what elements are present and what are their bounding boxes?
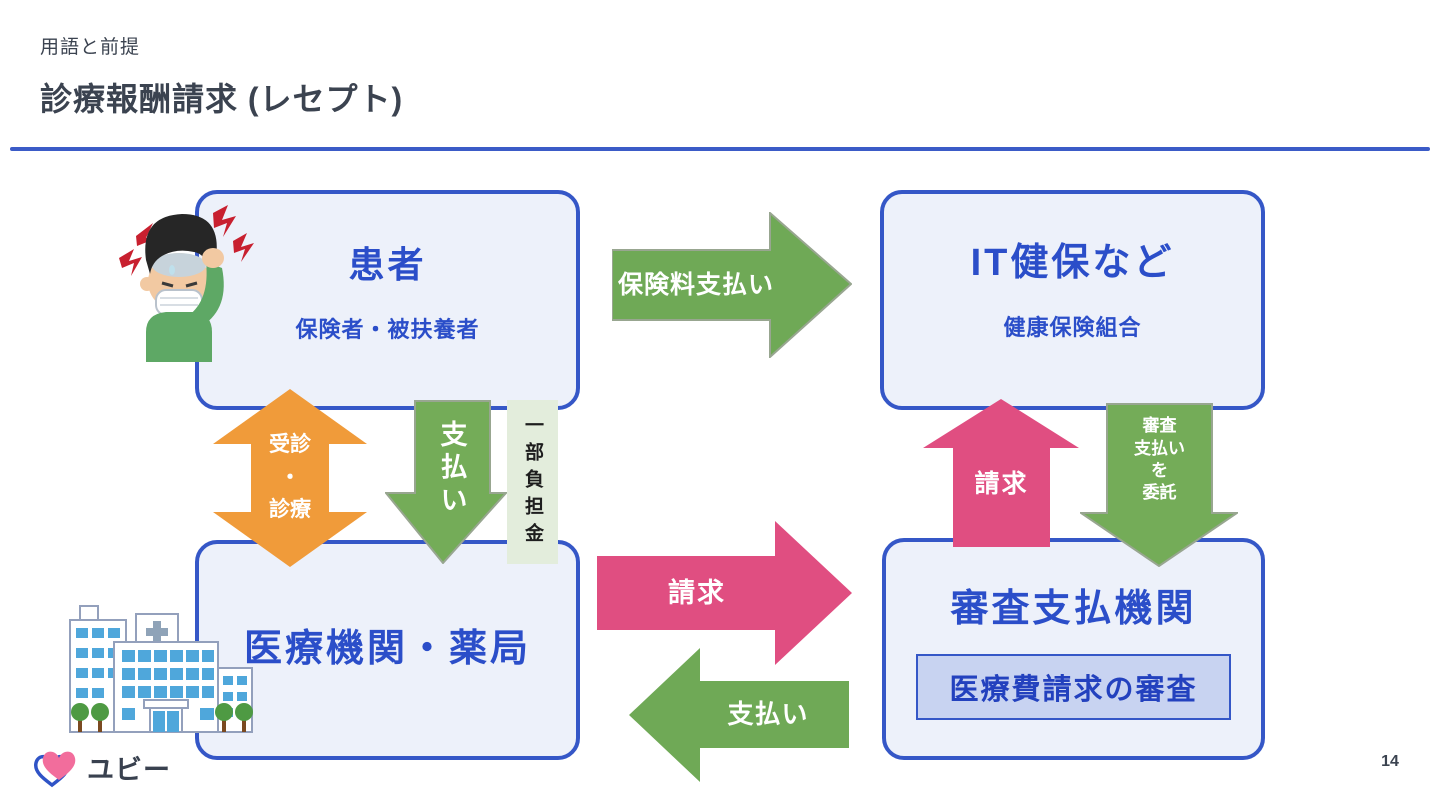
claim-to-insurer-arrow: 請求: [923, 398, 1080, 548]
premium-payment-arrow: 保険料支払い: [612, 212, 852, 358]
payment-to-provider-arrow: 支払い: [628, 647, 850, 783]
eyebrow-text: 用語と前提: [40, 37, 141, 58]
double-vertical-arrow-icon: [213, 389, 367, 567]
delegate-review-label: 審査 支払い を 委託: [1107, 407, 1212, 513]
hospital-illustration: [69, 605, 253, 733]
down-arrow-icon: [385, 400, 507, 564]
delegate-line-1: 審査: [1142, 416, 1177, 436]
payer-review-badge: 医療費請求の審査: [916, 653, 1231, 720]
visit-line-3: 診療: [269, 498, 311, 522]
title-divider: [10, 147, 1430, 151]
copay-note-label: 一部負担金: [522, 414, 543, 550]
up-arrow-icon: [923, 399, 1079, 547]
visit-line-1: 受診: [269, 433, 311, 457]
patient-box: 患者 保険者・被扶養者: [195, 190, 580, 410]
visit-treatment-label: 受診 ・ 診療: [212, 388, 368, 568]
page-number: 14: [1381, 753, 1399, 770]
insurer-box: IT健保など 健康保険組合: [880, 190, 1265, 410]
visit-line-2: ・: [279, 465, 301, 489]
payer-title: 審査支払機関: [950, 588, 1197, 630]
claim-to-insurer-label: 請求: [974, 470, 1029, 498]
provider-box: 医療機関・薬局: [195, 540, 580, 760]
delegate-line-2: 支払い: [1134, 438, 1185, 458]
payer-box: 審査支払機関 医療費請求の審査: [882, 538, 1265, 760]
delegate-line-3: を: [1151, 461, 1168, 480]
insurer-title: IT健保など: [970, 242, 1175, 284]
ubie-brand-text: ユビー: [87, 754, 171, 785]
copay-payment-arrow: 支払い: [385, 400, 507, 564]
down-arrow-icon: [1080, 403, 1238, 567]
ubie-heart-icon: [34, 751, 76, 788]
copay-payment-label: 支払い: [436, 419, 467, 519]
left-arrow-icon: [629, 648, 849, 782]
claim-to-payer-label: 請求: [668, 578, 726, 608]
delegate-line-4: 委託: [1142, 483, 1177, 503]
patient-subtitle: 保険者・被扶養者: [295, 316, 480, 342]
page-title: 診療報酬請求 (レセプト): [40, 81, 404, 117]
premium-payment-label: 保険料支払い: [617, 271, 774, 299]
ubie-logo: ユビー: [33, 746, 171, 788]
right-arrow-icon: [612, 212, 852, 358]
claim-to-payer-arrow: 請求: [597, 520, 853, 666]
copay-note: 一部負担金: [507, 400, 558, 564]
delegate-review-arrow: 審査 支払い を 委託: [1080, 403, 1238, 567]
insurer-subtitle: 健康保険組合: [1003, 314, 1142, 340]
provider-title: 医療機関・薬局: [243, 628, 531, 671]
visit-treatment-arrow: 受診 ・ 診療: [212, 388, 368, 568]
right-arrow-icon: [597, 521, 852, 665]
payment-to-provider-label: 支払い: [727, 699, 809, 729]
patient-title: 患者: [348, 244, 427, 285]
sick-person-illustration: [119, 205, 254, 362]
